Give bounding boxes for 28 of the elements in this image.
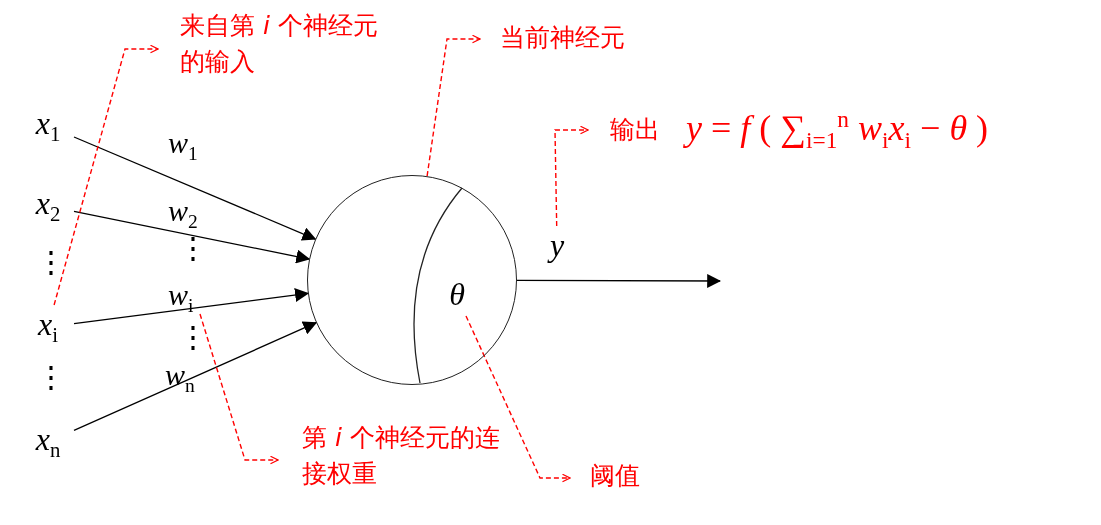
edge-label: w$_{2}$ xyxy=(168,196,198,232)
annotation-text: 第 i 个神经元的连接权重 xyxy=(278,420,503,500)
leader-line xyxy=(199,313,279,465)
arrow xyxy=(73,136,317,241)
threshold-symbol: θ xyxy=(449,277,465,313)
input-variable: x$_{i}$ xyxy=(38,306,58,348)
leader-line xyxy=(53,44,159,306)
annotation-text: 输出 xyxy=(610,113,660,146)
annotation-text: 当前神经元 xyxy=(480,20,670,58)
edge-label: w$_{1}$ xyxy=(168,128,198,164)
annotation-text: 阈值 xyxy=(570,458,665,498)
edge-label: w$_{n}$ xyxy=(165,360,195,396)
leader-line xyxy=(426,34,481,177)
vertical-ellipsis: ⋮ xyxy=(36,362,66,392)
leader-line xyxy=(465,315,571,483)
arrow xyxy=(73,321,318,432)
annotation-text: 来自第 i 个神经元的输入 xyxy=(158,8,378,90)
input-variable: x$_{2}$ xyxy=(35,185,61,227)
input-variable: x$_{1}$ xyxy=(35,105,61,147)
leader-line xyxy=(554,125,589,227)
arrow xyxy=(73,210,311,264)
vertical-ellipsis: ⋮ xyxy=(178,322,208,352)
arrow xyxy=(73,288,310,325)
vertical-ellipsis: ⋮ xyxy=(36,247,66,277)
vertical-ellipsis: ⋮ xyxy=(178,233,208,263)
output-variable: y xyxy=(549,228,565,264)
arrow xyxy=(516,273,722,288)
input-variable: x$_{n}$ xyxy=(35,421,61,463)
